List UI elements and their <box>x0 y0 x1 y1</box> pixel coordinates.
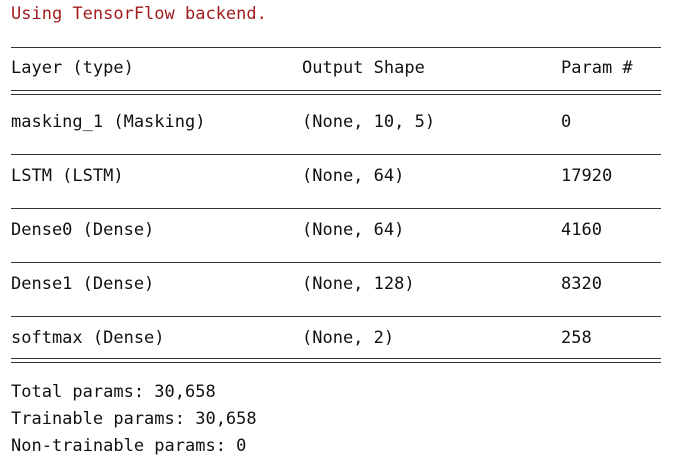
row-rule-1 <box>11 208 661 209</box>
header-layer: Layer (type) <box>11 58 134 78</box>
row-shape-2: (None, 64) <box>302 220 405 240</box>
row-layer-1: LSTM (LSTM) <box>11 166 124 186</box>
row-rule-0 <box>11 154 661 155</box>
row-layer-4: softmax (Dense) <box>11 328 165 348</box>
row-layer-2: Dense0 (Dense) <box>11 220 155 240</box>
header-output-shape: Output Shape <box>302 58 425 78</box>
row-layer-3: Dense1 (Dense) <box>11 274 155 294</box>
trainable-params: Trainable params: 30,658 <box>11 409 257 429</box>
row-rule-2 <box>11 262 661 263</box>
total-params: Total params: 30,658 <box>11 382 216 402</box>
backend-message: Using TensorFlow backend. <box>11 4 267 24</box>
row-params-4: 258 <box>561 328 592 348</box>
row-params-0: 0 <box>561 112 572 132</box>
header-param: Param # <box>561 58 633 78</box>
footer-double-rule <box>11 358 661 363</box>
row-params-1: 17920 <box>561 166 613 186</box>
row-rule-3 <box>11 316 661 317</box>
row-shape-4: (None, 2) <box>302 328 395 348</box>
row-params-3: 8320 <box>561 274 602 294</box>
row-shape-0: (None, 10, 5) <box>302 112 436 132</box>
header-double-rule <box>11 90 661 95</box>
row-params-2: 4160 <box>561 220 602 240</box>
row-shape-1: (None, 64) <box>302 166 405 186</box>
row-shape-3: (None, 128) <box>302 274 415 294</box>
top-rule <box>11 47 661 48</box>
non-trainable-params: Non-trainable params: 0 <box>11 436 247 456</box>
row-layer-0: masking_1 (Masking) <box>11 112 206 132</box>
